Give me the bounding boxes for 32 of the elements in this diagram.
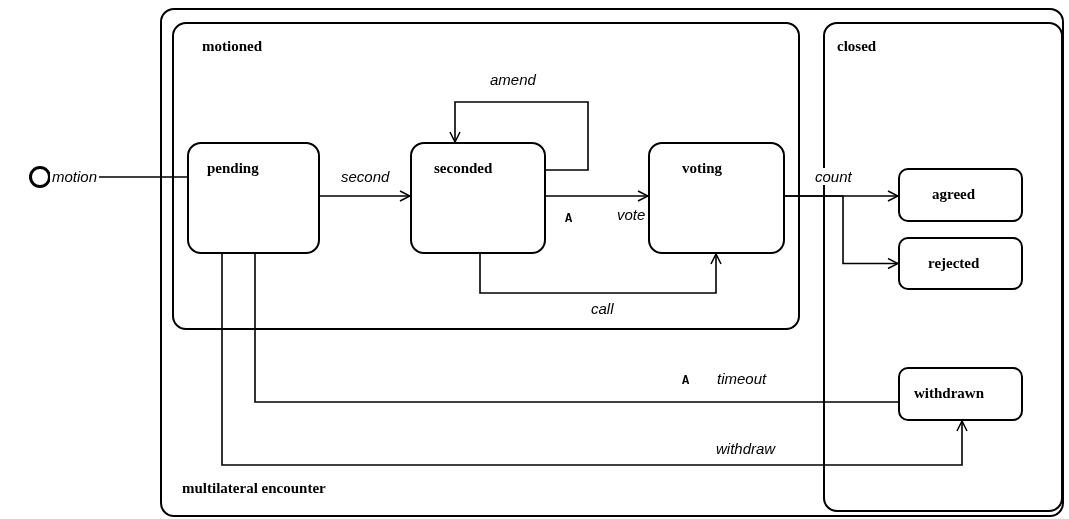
state-name: rejected [928, 255, 980, 272]
transition-arrow [221, 253, 968, 466]
state-box [898, 168, 1023, 222]
guard-marker: A [565, 212, 573, 226]
transition-arrow [449, 101, 589, 171]
state-name: motioned [202, 38, 262, 55]
state-box [410, 142, 546, 254]
state-region [172, 22, 800, 330]
state-name: multilateral encounter [182, 480, 326, 497]
edge-label: amend [488, 71, 538, 88]
guard-marker: A [682, 374, 690, 388]
state-region [160, 8, 1064, 517]
transition-arrow [479, 253, 722, 294]
state-box [898, 237, 1023, 290]
state-box [187, 142, 320, 254]
transition-arrow [784, 195, 899, 270]
edge-label: second [339, 168, 392, 185]
edge-label: count [813, 168, 854, 185]
state-name: agreed [932, 186, 976, 203]
edge-label: timeout [715, 370, 769, 387]
state-box [648, 142, 785, 254]
state-name: voting [682, 160, 722, 177]
edge-label: call [589, 300, 616, 317]
state-name: closed [837, 38, 877, 55]
transition-arrow [319, 190, 411, 202]
edge-label: motion [50, 168, 100, 185]
edge-label: withdraw [714, 440, 778, 457]
state-box [898, 367, 1023, 421]
state-name: withdrawn [914, 385, 984, 402]
state-name: pending [207, 160, 259, 177]
transition-arrow [545, 190, 649, 202]
state-name: seconded [434, 160, 493, 177]
